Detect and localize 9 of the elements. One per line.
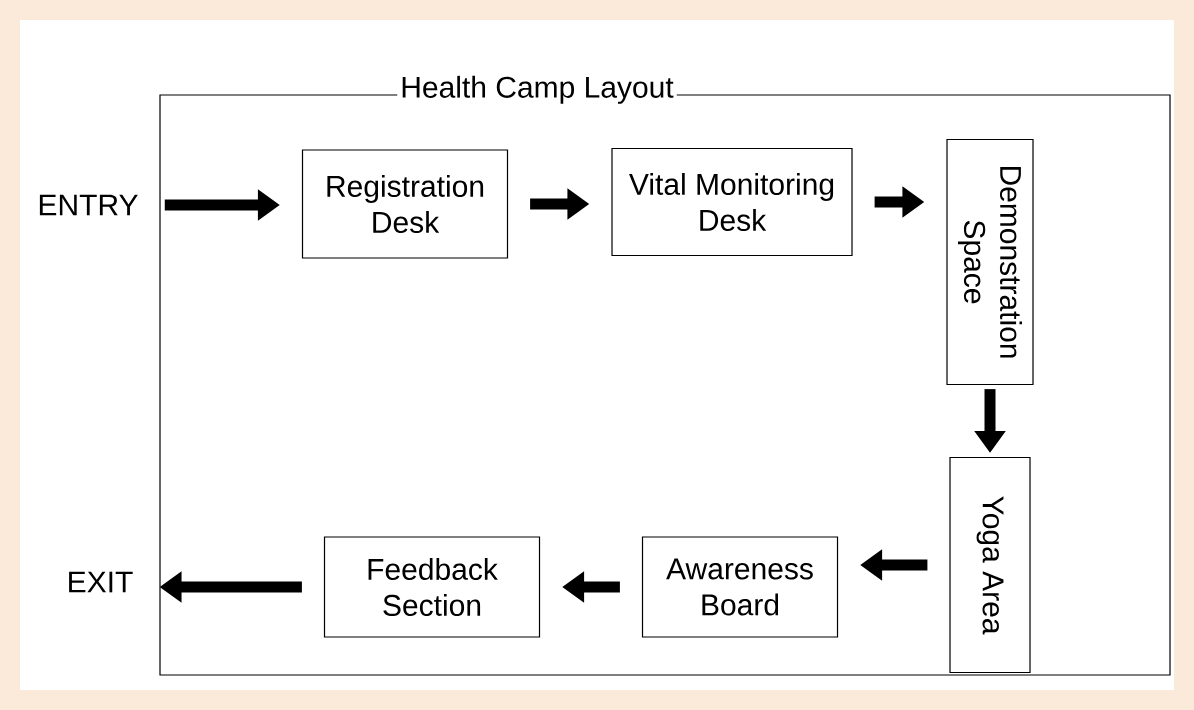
area-box: Demonstration Space: [946, 138, 1034, 386]
desk-box: Vital Monitoring Desk: [611, 147, 853, 257]
point-label: EXIT: [69, 571, 133, 593]
desk-box: Registration Desk: [301, 149, 509, 259]
desk-box: Awareness Board: [641, 536, 839, 638]
point-label: ENTRY: [39, 194, 138, 216]
area-box: Yoga Area: [949, 456, 1031, 674]
frame-title: Health Camp Layout: [397, 72, 677, 107]
desk-box: Feedback Section: [323, 536, 541, 638]
